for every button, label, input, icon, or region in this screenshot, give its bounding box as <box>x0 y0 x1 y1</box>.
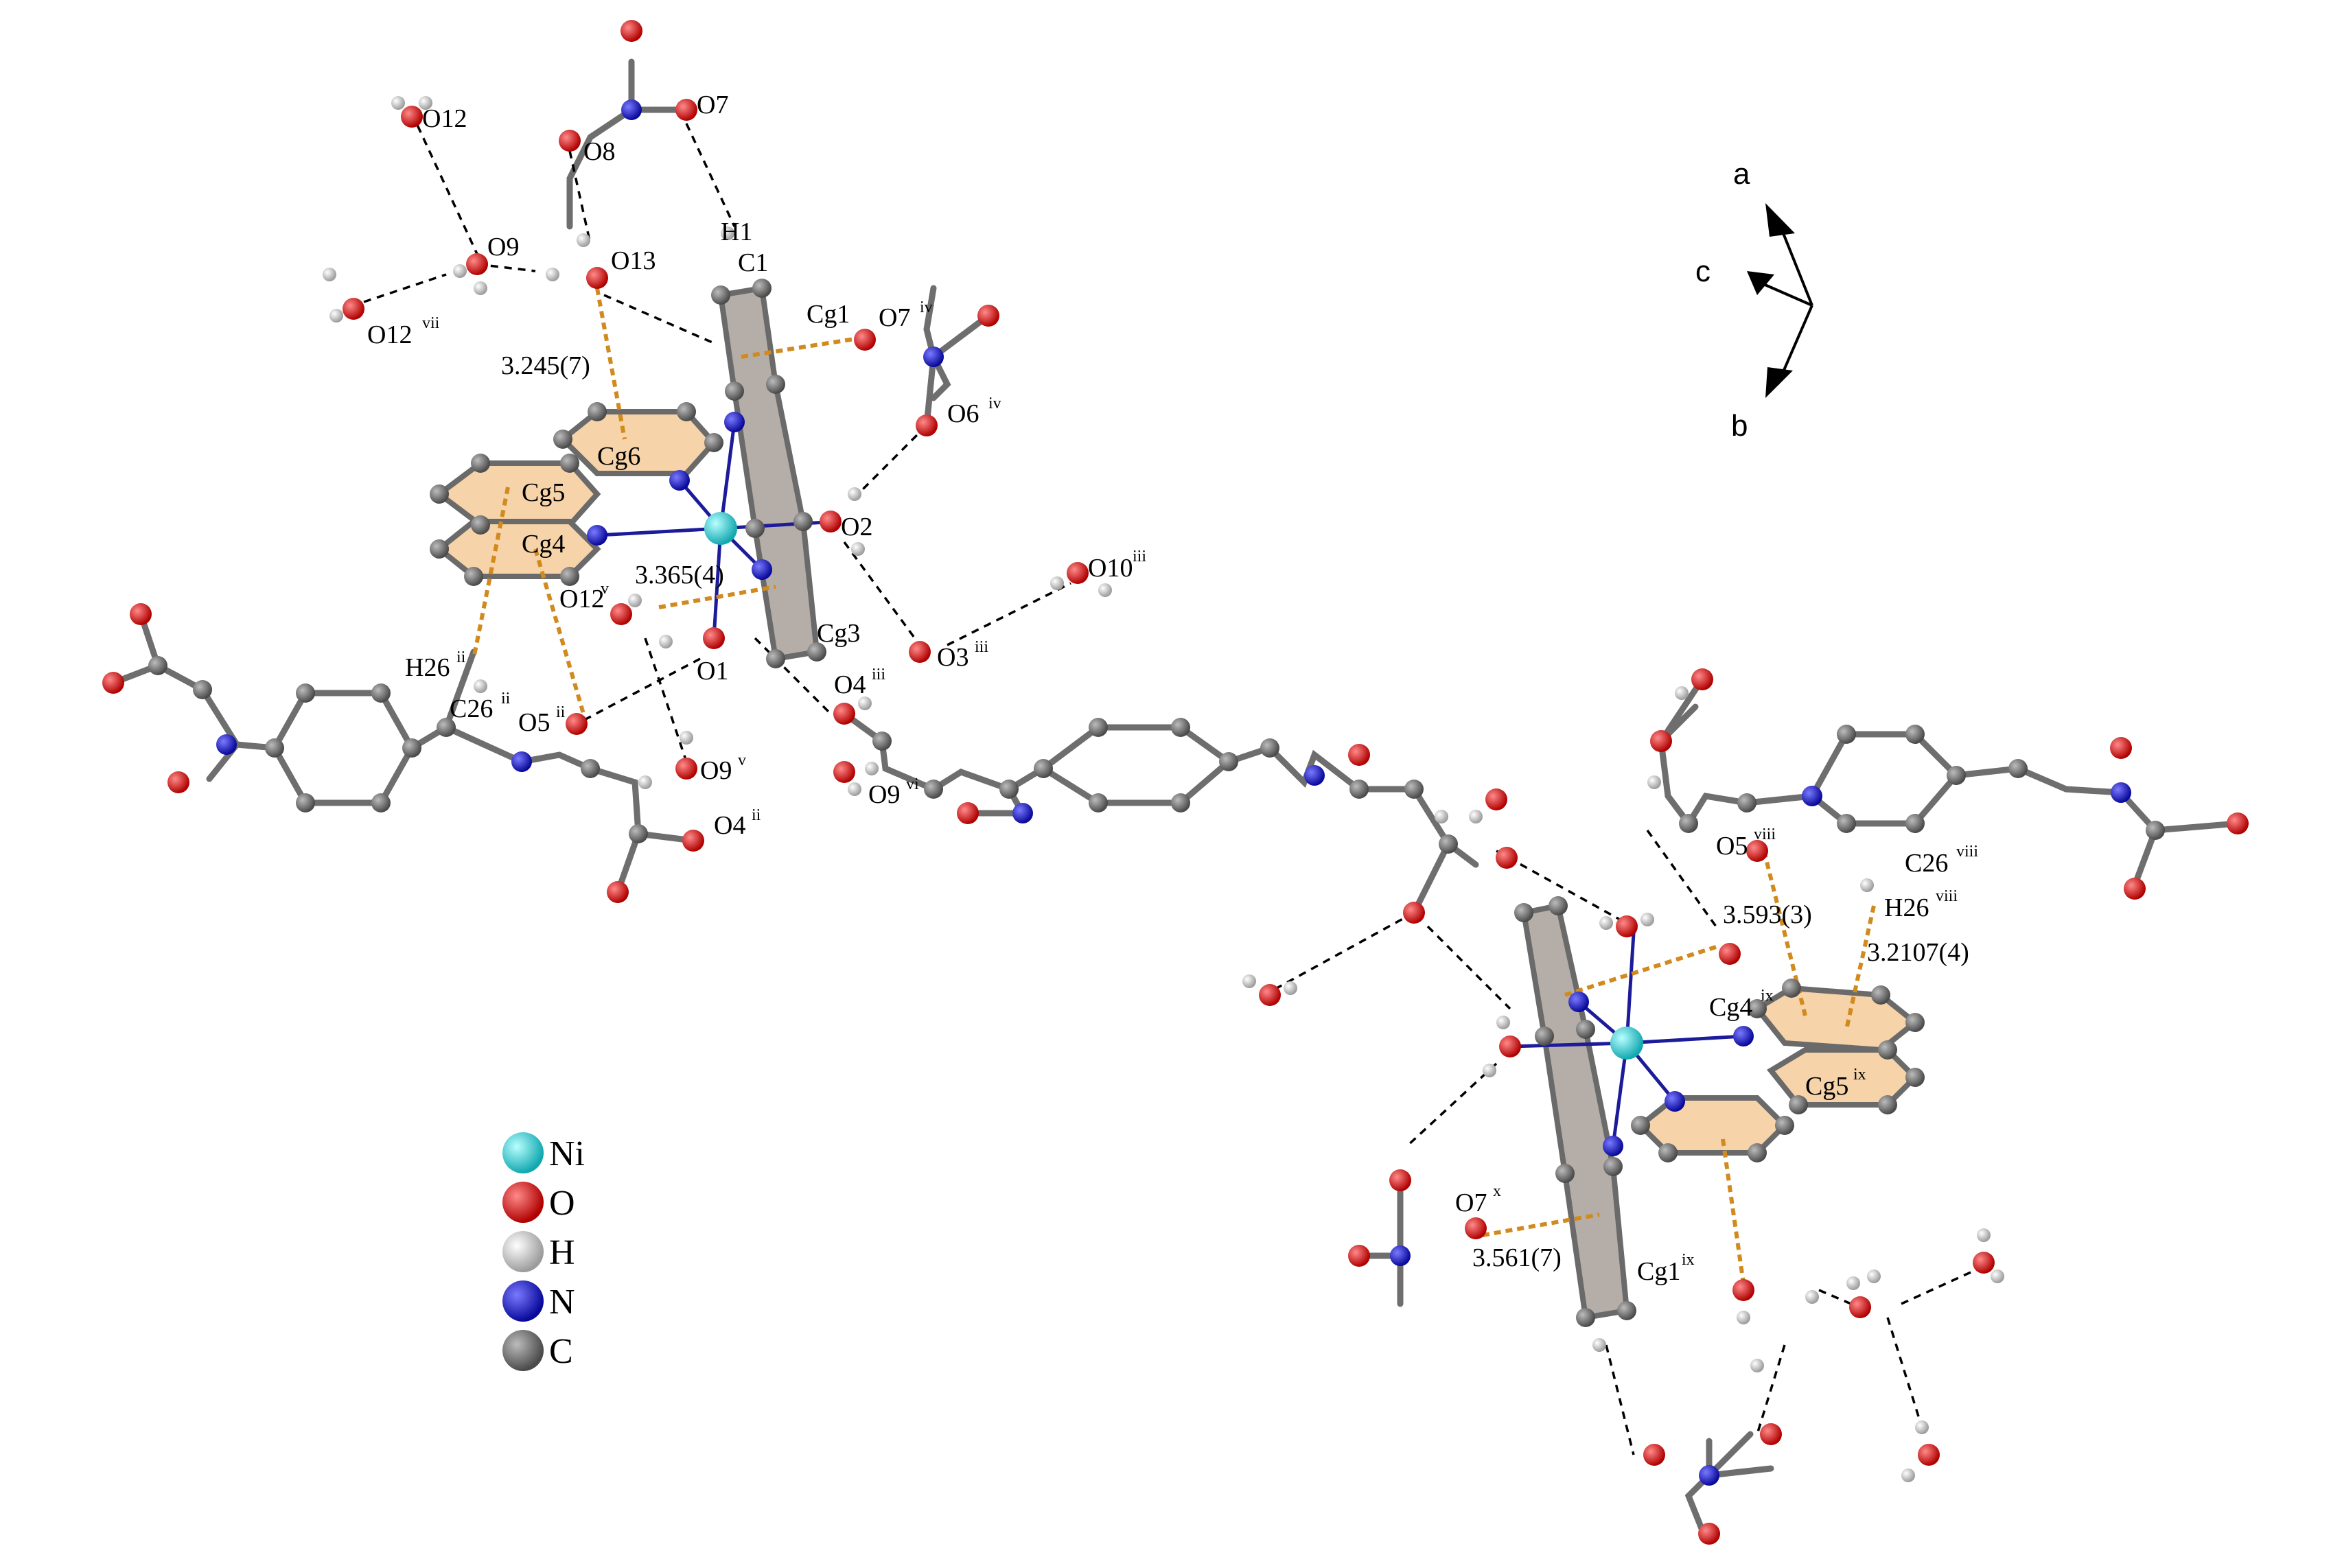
label-o1: O1 <box>697 657 728 686</box>
label-o7iv-sup: iv <box>920 299 933 316</box>
label-o9v: O9 <box>700 756 732 785</box>
legend-label-ni: Ni <box>549 1134 585 1173</box>
label-o12: O12 <box>422 104 467 133</box>
label-o2: O2 <box>841 513 872 541</box>
label-o7x: O7 <box>1455 1189 1487 1217</box>
legend-swatch-ni <box>502 1132 544 1173</box>
legend-swatch-h <box>502 1231 544 1272</box>
element-legend: Ni O H N C <box>502 1132 585 1371</box>
carbon-atoms <box>148 279 2165 1327</box>
label-c26viii-sup: viii <box>1956 843 1978 861</box>
distance-3-2107: 3.2107(4) <box>1867 938 1969 967</box>
label-c1: C1 <box>738 248 768 277</box>
distance-3-561: 3.561(7) <box>1472 1243 1562 1272</box>
legend-swatch-o <box>502 1182 544 1223</box>
ring-plane-left-phen <box>717 285 820 662</box>
label-h26ii-sup: ii <box>456 648 466 666</box>
legend-label-c: C <box>549 1332 573 1371</box>
legend-label-n: N <box>549 1283 575 1322</box>
nitrogen-atoms <box>216 100 2131 1486</box>
distance-3-593: 3.593(3) <box>1723 900 1812 929</box>
label-o5ii-sup: ii <box>556 703 566 721</box>
label-o12v: O12 <box>559 585 604 613</box>
axis-triad: a c b <box>1695 157 1813 443</box>
pi-contacts <box>472 288 1876 1284</box>
hydrogen-bonds <box>363 113 1978 1455</box>
label-o12v-sup: v <box>601 580 609 598</box>
label-o5viii: O5 <box>1716 832 1748 861</box>
label-cg5ix: Cg5 <box>1805 1072 1848 1101</box>
legend-swatch-c <box>502 1330 544 1371</box>
label-o9v-sup: v <box>738 751 746 769</box>
ring-plane-cg5 <box>434 460 601 528</box>
label-o10iii-sup: iii <box>1133 548 1146 565</box>
axis-c-label: c <box>1695 255 1710 288</box>
label-o6iv: O6 <box>947 399 979 428</box>
label-o10iii: O10 <box>1088 554 1133 583</box>
label-o12vii: O12 <box>367 320 412 349</box>
label-o6iv-sup: iv <box>988 395 1001 412</box>
label-o3iii-sup: iii <box>975 638 988 656</box>
label-cg4ix-sup: ix <box>1761 987 1774 1005</box>
label-o13: O13 <box>611 246 656 275</box>
label-o3iii: O3 <box>937 643 969 672</box>
label-o5ii: O5 <box>518 708 550 737</box>
label-o5viii-sup: viii <box>1754 826 1776 843</box>
label-cg1ix-sup: ix <box>1682 1251 1695 1269</box>
label-o7iv: O7 <box>879 303 910 332</box>
label-o7: O7 <box>697 91 728 119</box>
axis-c-arrowhead <box>1747 271 1774 295</box>
label-h1: H1 <box>721 218 752 246</box>
axis-b-label: b <box>1731 409 1748 443</box>
label-c26ii-sup: ii <box>501 690 511 707</box>
axis-b-arrowhead <box>1765 367 1793 398</box>
label-cg1ix: Cg1 <box>1637 1257 1680 1286</box>
label-o4iii: O4 <box>834 670 866 699</box>
axis-a-label: a <box>1733 157 1750 191</box>
label-cg6: Cg6 <box>597 442 640 471</box>
distance-3-245: 3.245(7) <box>501 351 590 380</box>
label-o8: O8 <box>583 137 615 166</box>
label-o4ii: O4 <box>714 811 745 840</box>
atoms <box>102 20 2249 1545</box>
label-o12vii-sup: vii <box>422 314 440 332</box>
label-cg4ix: Cg4 <box>1709 993 1752 1022</box>
label-c26ii: C26 <box>450 694 493 723</box>
distance-3-365: 3.365(4) <box>635 561 724 589</box>
ni-atom-2 <box>1610 1027 1643 1060</box>
oxygen-atoms <box>102 20 2249 1545</box>
label-o4iii-sup: iii <box>872 666 885 683</box>
label-h26ii: H26 <box>405 653 450 682</box>
label-o7x-sup: x <box>1493 1182 1501 1200</box>
label-o4ii-sup: ii <box>752 806 761 824</box>
label-cg3: Cg3 <box>817 619 860 648</box>
label-o9: O9 <box>487 233 519 261</box>
legend-swatch-n <box>502 1280 544 1322</box>
ring-plane-cg4ix <box>1753 985 1920 1053</box>
label-cg4: Cg4 <box>522 530 565 559</box>
label-cg5ix-sup: ix <box>1853 1066 1866 1084</box>
hydrogen-atoms <box>323 96 2004 1482</box>
label-c26viii: C26 <box>1905 849 1948 878</box>
ni-atom-1 <box>704 512 737 545</box>
label-h26viii: H26 <box>1884 893 1929 922</box>
label-h26viii-sup: viii <box>1936 887 1958 905</box>
legend-label-o: O <box>549 1184 575 1223</box>
label-o9vi: O9 <box>868 780 900 809</box>
axis-a-arrowhead <box>1765 203 1795 237</box>
label-cg5: Cg5 <box>522 478 565 507</box>
atom-labels: O12 O8 O7 O9 O13 O12 vii H1 C1 Cg1 O7 iv… <box>367 91 1978 1286</box>
label-o9vi-sup: vi <box>906 775 919 793</box>
label-cg1: Cg1 <box>807 300 850 329</box>
legend-label-h: H <box>549 1233 575 1272</box>
ring-plane-right-b <box>1636 1095 1789 1156</box>
